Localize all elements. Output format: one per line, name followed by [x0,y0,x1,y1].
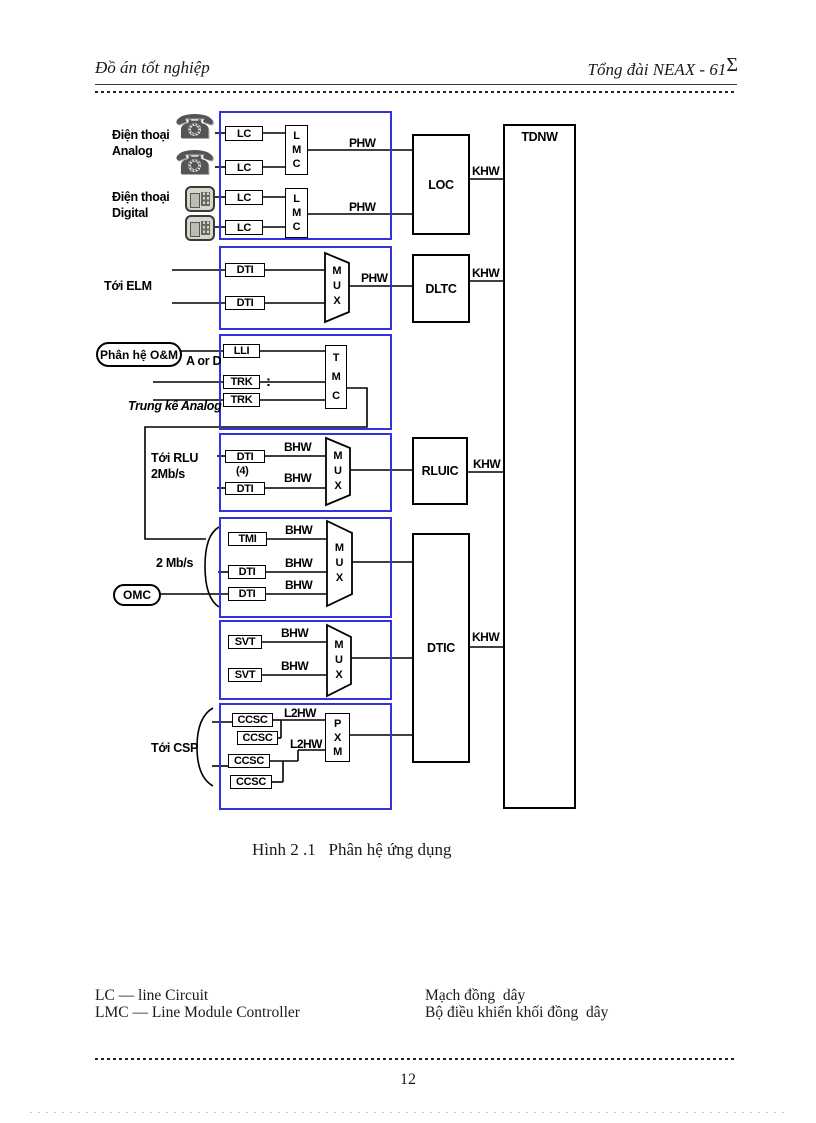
header-left: Đồ án tốt nghiệp [95,58,210,77]
legend-term-lmc: LMC — Line Module Controller [95,1004,300,1021]
footer-pink-dotted-rule [30,1112,786,1113]
block-mux-svt: M U X [334,638,344,681]
block-dti-omc-1: DTI [228,565,266,579]
label-to-elm: Tới ELM [104,279,152,293]
label-digital-phones: Điện thoại Digital [112,190,170,220]
brace-bracket [204,526,220,608]
bus-khw-4: KHW [472,630,500,644]
block-loc: LOC [412,134,470,235]
block-lc-4: LC [225,220,263,235]
section-elm-dti [219,246,392,330]
block-rluic: RLUIC [412,437,468,505]
bus-phw-3: PHW [361,271,388,285]
bus-bhw-3: BHW [285,523,313,537]
section-ccsc [219,703,392,810]
block-mux-tmi: M U X [334,541,345,584]
omc-node: OMC [113,584,161,606]
sigma-symbol: Σ [726,54,738,76]
label-to-csp: Tới CSP [151,741,199,755]
wire-wrap [144,387,368,540]
block-mux-elm: M U X [332,264,342,307]
label-analog-phones: Điện thoại Analog [112,128,170,158]
bus-bhw-2: BHW [284,471,312,485]
block-dti-rlu-2: DTI [225,482,265,495]
block-ccsc-2: CCSC [237,731,278,745]
block-lc-3: LC [225,190,263,205]
block-dtic: DTIC [412,533,470,763]
block-ccsc-1: CCSC [232,713,273,727]
footer-dashed-rule [95,1058,737,1060]
repetition-colon: : [266,373,271,390]
block-dti-rlu-1: DTI [225,450,265,463]
block-ccsc-3: CCSC [228,754,270,768]
block-lmc-1: L M C [285,125,308,175]
section-trunks [219,334,392,430]
analog-phone-icon: ☎ [174,143,216,182]
block-pxm: P X M [325,713,350,762]
block-svt-2: SVT [228,668,262,682]
bus-bhw-6: BHW [281,626,309,640]
block-lc-2: LC [225,160,263,175]
label-analog-trunk: Trung kế Analog [128,399,222,413]
bus-khw-1: KHW [472,164,500,178]
bus-phw-1: PHW [349,136,376,150]
header-rule [95,84,737,85]
label-2mbps: 2 Mb/s [156,556,194,570]
figure-caption: Hình 2 .1 Phân hệ ứng dụng [252,840,452,859]
label-count-4: (4) [236,465,249,477]
section-subscriber-lines [219,111,392,240]
bus-bhw-7: BHW [281,659,309,673]
analog-phone-icon: ☎ [174,107,216,146]
block-mux-rlu: M U X [333,449,343,492]
block-lli: LLI [223,344,260,358]
block-tdnw: TDNW [503,124,576,809]
block-dltc: DLTC [412,254,470,323]
label-to-rlu: Tới RLU 2Mb/s [151,451,199,481]
bus-bhw-5: BHW [285,578,313,592]
section-svt [219,620,392,700]
block-dti-omc-2: DTI [228,587,266,601]
mux-shape [326,519,353,608]
digital-phone-icon [185,215,215,241]
bus-phw-2: PHW [349,200,376,214]
bus-bhw-1: BHW [284,440,312,454]
bus-l2hw-1: L2HW [284,706,317,720]
bus-khw-3: KHW [473,457,501,471]
om-subsystem-node: Phân hệ O&M [96,342,182,367]
block-lmc-2: L M C [285,188,308,238]
block-tmi: TMI [228,532,267,546]
page-number: 12 [400,1071,416,1088]
mux-shape [325,436,351,507]
block-dti-elm-2: DTI [225,296,265,310]
brace-bracket [196,707,214,787]
block-lc-1: LC [225,126,263,141]
block-tmc: T M C [325,345,347,409]
digital-phone-icon [185,186,215,212]
block-ccsc-4: CCSC [230,775,272,789]
block-dti-elm-1: DTI [225,263,265,277]
block-trk-2: TRK [223,393,260,407]
header-right: Tổng đài NEAX - 61Σ [420,54,738,81]
section-tmi-dti [219,517,392,618]
bus-bhw-4: BHW [285,556,313,570]
block-svt-1: SVT [228,635,262,649]
label-a-or-d: A or D [186,354,222,368]
mux-shape [324,251,350,324]
bus-l2hw-2: L2HW [290,737,323,751]
block-trk-1: TRK [223,375,260,389]
section-rlu-dti [219,433,392,512]
legend-definition-lmc: Bộ điều khiển khối đồng dây [425,1004,609,1021]
bus-khw-2: KHW [472,266,500,280]
header-dashed-rule [95,91,737,93]
mux-shape [326,623,352,698]
legend-term-lc: LC — line Circuit [95,987,209,1004]
legend-definition-lc: Mạch đồng dây [425,987,526,1004]
header-right-text: Tổng đài NEAX - 61 [587,60,727,79]
